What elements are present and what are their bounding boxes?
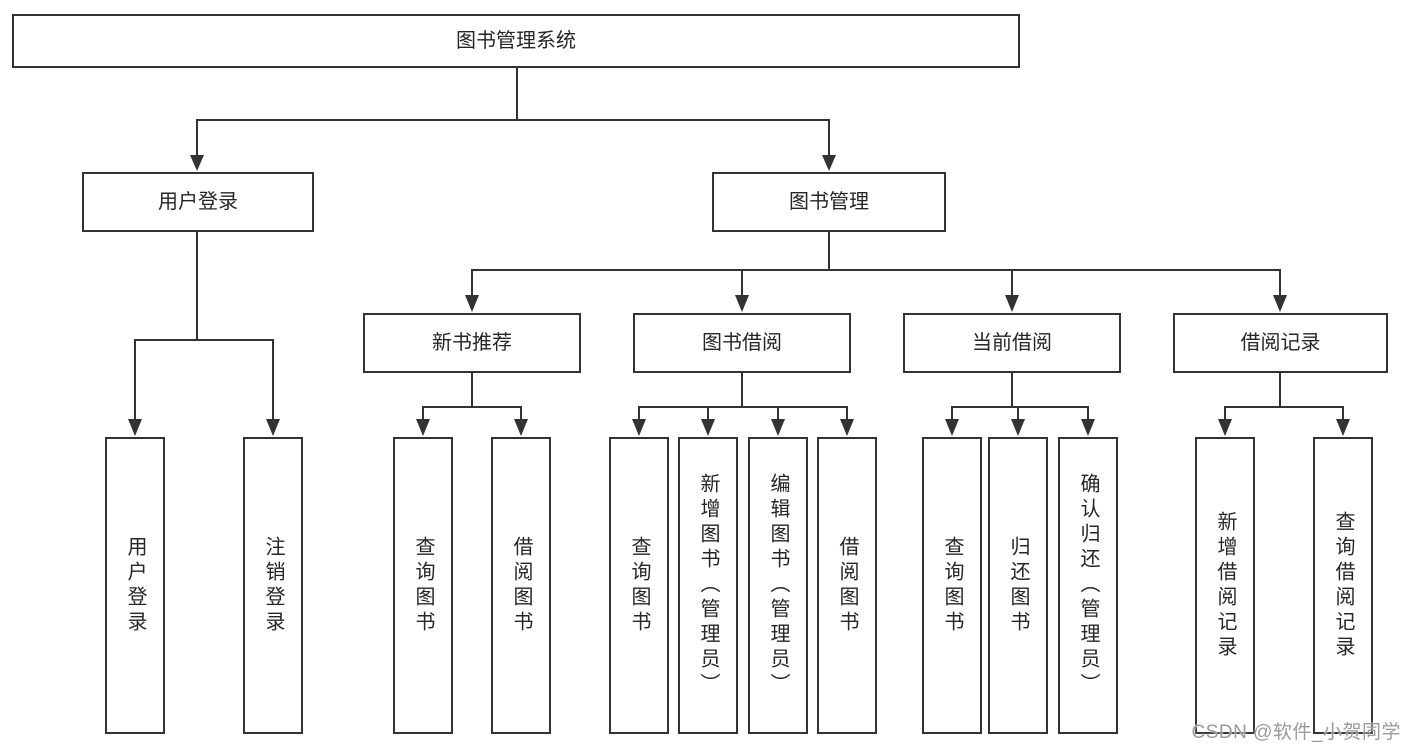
leaf-record-query-label: 查询借阅记录 — [1332, 510, 1354, 661]
node-current-borrow-label: 当前借阅 — [972, 332, 1052, 354]
node-current-borrow: 当前借阅 — [903, 313, 1121, 373]
node-user-login: 用户登录 — [82, 172, 314, 232]
node-borrow-record: 借阅记录 — [1173, 313, 1388, 373]
leaf-borrow-edit-book-label: 编辑图书（管理员） — [767, 473, 789, 698]
node-borrow-record-label: 借阅记录 — [1240, 332, 1321, 354]
leaf-cur-return-book: 归还图书 — [988, 437, 1048, 734]
leaf-borrow-add-book-label: 新增图书（管理员） — [697, 473, 719, 698]
leaf-user-login: 用户登录 — [105, 437, 165, 734]
leaf-borrow-query-book: 查询图书 — [609, 437, 669, 734]
leaf-user-login-label: 用户登录 — [124, 535, 146, 636]
node-book-mgmt-label: 图书管理 — [789, 191, 869, 213]
leaf-record-add-label: 新增借阅记录 — [1214, 510, 1236, 661]
leaf-logout-label: 注销登录 — [262, 535, 284, 636]
leaf-rec-query-book-label: 查询图书 — [412, 535, 434, 636]
node-root-label: 图书管理系统 — [456, 30, 576, 52]
leaf-rec-borrow-book-label: 借阅图书 — [510, 535, 532, 636]
node-book-borrow-label: 图书借阅 — [702, 332, 782, 354]
csdn-watermark: CSDN @软件_小贺同学 — [1191, 722, 1401, 743]
leaf-cur-confirm-return-label: 确认归还（管理员） — [1077, 473, 1099, 698]
leaf-rec-borrow-book: 借阅图书 — [491, 437, 551, 734]
leaf-borrow-query-book-label: 查询图书 — [628, 535, 650, 636]
leaf-borrow-borrow-book: 借阅图书 — [817, 437, 877, 734]
leaf-borrow-add-book: 新增图书（管理员） — [678, 437, 738, 734]
leaf-logout: 注销登录 — [243, 437, 303, 734]
leaf-borrow-edit-book: 编辑图书（管理员） — [748, 437, 808, 734]
leaf-cur-query-book-label: 查询图书 — [941, 535, 963, 636]
leaf-record-add: 新增借阅记录 — [1195, 437, 1255, 734]
leaf-cur-confirm-return: 确认归还（管理员） — [1058, 437, 1118, 734]
node-new-book-rec: 新书推荐 — [363, 313, 581, 373]
leaf-record-query: 查询借阅记录 — [1313, 437, 1373, 734]
leaf-cur-return-book-label: 归还图书 — [1007, 535, 1029, 636]
node-book-mgmt: 图书管理 — [712, 172, 946, 232]
node-root: 图书管理系统 — [12, 14, 1020, 68]
node-user-login-label: 用户登录 — [158, 191, 238, 213]
leaf-cur-query-book: 查询图书 — [922, 437, 982, 734]
leaf-rec-query-book: 查询图书 — [393, 437, 453, 734]
node-new-book-rec-label: 新书推荐 — [432, 332, 512, 354]
leaf-borrow-borrow-book-label: 借阅图书 — [836, 535, 858, 636]
node-book-borrow: 图书借阅 — [633, 313, 851, 373]
